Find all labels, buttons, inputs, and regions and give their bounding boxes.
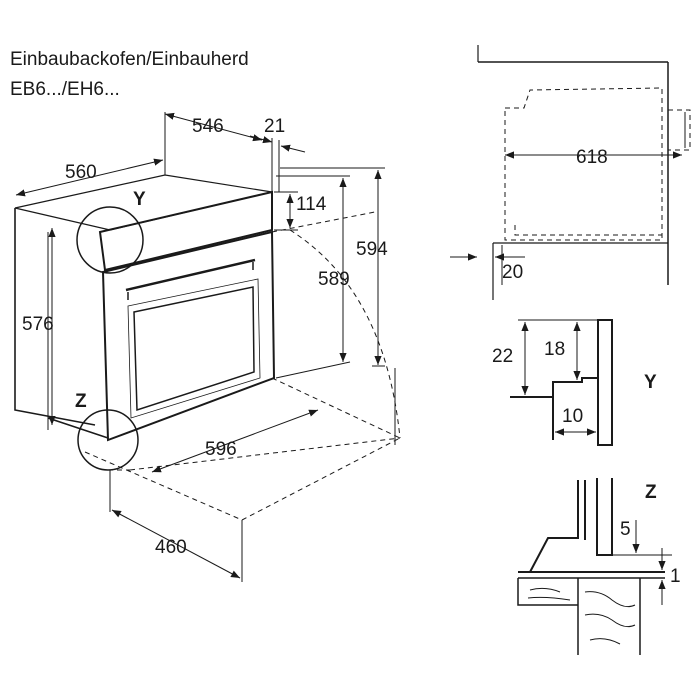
dim-460: 460 <box>155 537 187 558</box>
oven-door <box>101 230 276 442</box>
dim-589: 589 <box>318 269 350 290</box>
dim-114: 114 <box>296 194 327 215</box>
label-y-main: Y <box>133 189 146 210</box>
dim-21: 21 <box>264 116 285 137</box>
dim-594: 594 <box>356 239 388 260</box>
detail-y-section: 22 18 10 Y <box>492 319 657 446</box>
dim-576: 576 <box>22 314 54 335</box>
dim-22: 22 <box>492 346 513 367</box>
control-panel-fascia <box>98 190 273 272</box>
oven-isometric-view: 546 21 560 Y 114 594 589 576 Z 596 <box>14 112 401 582</box>
dim-5: 5 <box>620 519 631 540</box>
dim-560: 560 <box>65 162 97 183</box>
side-section-view: 618 20 <box>450 45 691 300</box>
detail-y-circle <box>76 206 144 274</box>
door-handle <box>125 258 256 292</box>
dim-20: 20 <box>502 262 523 283</box>
dim-596: 596 <box>205 439 237 460</box>
model-numbers: EB6.../EH6... <box>10 79 120 100</box>
label-z-detail: Z <box>645 482 657 503</box>
oven-left-side <box>14 208 96 426</box>
diagram-title: Einbaubackofen/Einbauherd <box>10 49 249 70</box>
detail-z-section: 5 1 Z <box>517 478 681 655</box>
dim-18: 18 <box>544 339 565 360</box>
oven-window <box>133 286 255 412</box>
dim-618: 618 <box>576 147 608 168</box>
dim-546: 546 <box>192 116 224 137</box>
label-y-detail: Y <box>644 372 657 393</box>
dim-1: 1 <box>670 566 681 587</box>
label-z-main: Z <box>75 391 87 412</box>
dim-10: 10 <box>562 406 583 427</box>
